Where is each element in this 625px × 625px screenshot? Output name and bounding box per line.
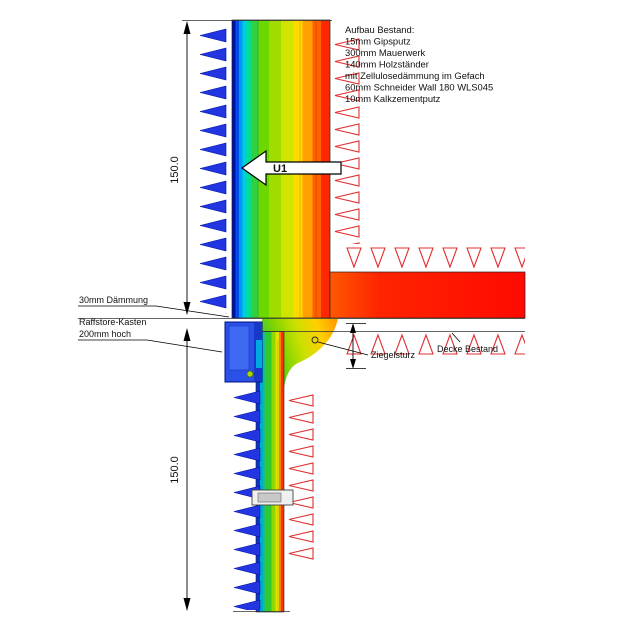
u1-arrow: U1 xyxy=(240,149,342,187)
note-line-1: 15mm Gipsputz xyxy=(345,36,411,47)
interior-arrows-above-slab xyxy=(342,246,525,269)
decke-annotation: Decke Bestand xyxy=(437,332,498,354)
ziegelsturz-label: Ziegelsturz xyxy=(371,350,416,360)
lintel-dimension xyxy=(346,323,366,369)
daemmung-label: 30mm Dämmung xyxy=(79,295,148,305)
raffstore-label-line2: 200mm hoch xyxy=(79,329,131,339)
note-line-2: 300mm Mauerwerk xyxy=(345,47,426,58)
u1-label: U1 xyxy=(273,163,287,175)
interior-arrows-upper xyxy=(333,36,361,244)
note-line-5: 60mm Schneider Wall 180 WLS045 xyxy=(345,82,493,93)
daemmung-annotation: 30mm Dämmung xyxy=(78,295,230,318)
dimension-top-value: 150.0 xyxy=(169,156,181,184)
note-line-3: 140mm Holzständer xyxy=(345,59,429,70)
dimension-bottom-value: 150.0 xyxy=(169,456,181,484)
ceiling-slab xyxy=(329,271,526,319)
raffstore-annotation: Raffstore-Kasten 200mm hoch xyxy=(78,317,223,353)
dimension-bottom: 150.0 xyxy=(169,328,191,611)
note-title: Aufbau Bestand: xyxy=(345,24,414,35)
note-line-6: 10mm Kalkzementputz xyxy=(345,93,441,104)
note-line-4: mit Zellulosedämmung im Gefach xyxy=(345,70,485,81)
ziegelsturz-annotation: Ziegelsturz xyxy=(311,336,416,360)
interior-arrows-lower xyxy=(287,392,315,564)
raffstore-label-line1: Raffstore-Kasten xyxy=(79,317,146,327)
exterior-arrows-upper xyxy=(199,26,228,314)
construction-note: Aufbau Bestand: 15mm Gipsputz 300mm Maue… xyxy=(345,24,493,104)
interior-arrows-below-slab xyxy=(342,333,525,355)
decke-label: Decke Bestand xyxy=(437,344,498,354)
dimension-top: 150.0 xyxy=(169,21,191,315)
facade-fixture xyxy=(251,489,294,506)
roller-shutter-box xyxy=(224,321,263,383)
